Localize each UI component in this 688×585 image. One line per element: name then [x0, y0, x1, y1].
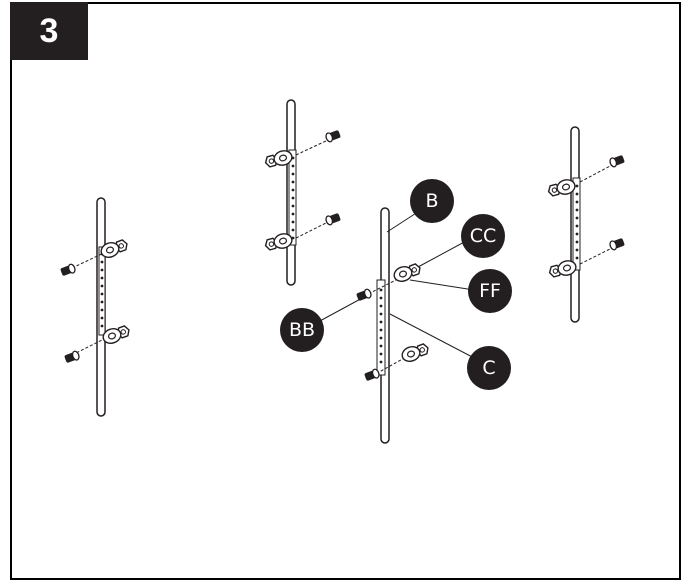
callout-b: B	[410, 179, 454, 223]
callout-bb: BB	[280, 308, 324, 352]
right-bracket-assembly	[546, 126, 626, 323]
callout-ff: FF	[468, 269, 512, 313]
callout-c-label: C	[482, 357, 495, 379]
callout-ff-label: FF	[479, 280, 501, 302]
top-middle-bracket-assembly	[263, 99, 342, 286]
center-bracket-assembly	[317, 207, 479, 444]
left-bracket-assembly	[59, 197, 133, 417]
step-number-badge: 3	[10, 2, 88, 60]
callout-cc-label: CC	[470, 225, 497, 247]
step-number: 3	[39, 11, 59, 50]
diagram-frame	[10, 2, 681, 580]
callout-cc: CC	[461, 214, 505, 258]
callout-bb-label: BB	[289, 319, 315, 341]
callout-b-label: B	[425, 190, 438, 212]
callout-c: C	[467, 346, 511, 390]
